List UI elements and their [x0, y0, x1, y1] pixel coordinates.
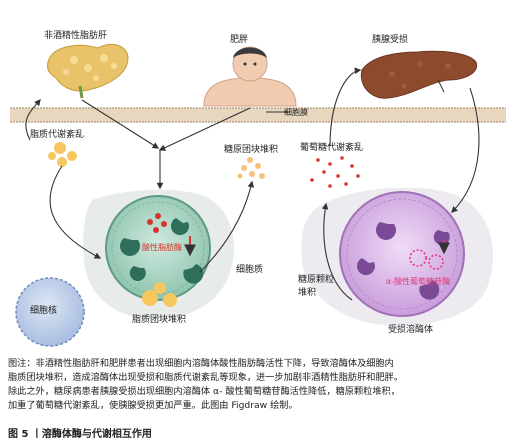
- diagram-canvas: [10, 43, 506, 347]
- caption-line: 脂质团块堆积，造成溶酶体出现受损和脂质代谢紊乱等现象，进一步加剧非酒精性脂肪肝和…: [8, 372, 404, 383]
- label-obesity: 肥胖: [230, 35, 249, 45]
- label-glycogen-granule-line1: 糖原颗粒: [298, 275, 335, 285]
- figure-caption: 图注：非酒精性脂肪肝和肥胖患者出现细胞内溶酶体酸性脂肪酶活性下降，导致溶酶体及细…: [8, 357, 508, 413]
- label-glycogen-granule-line2: 堆积: [298, 288, 317, 298]
- label-pancreas-injury: 胰腺受损: [372, 35, 409, 45]
- obese-person-icon: [203, 46, 297, 107]
- caption-line: 除此之外，糖尿病患者胰腺受损出现细胞内溶酶体 α- 酸性葡萄糖苷酶活性降低，糖原…: [8, 386, 400, 397]
- label-glucose-disorder: 葡萄糖代谢紊乱: [300, 143, 364, 153]
- label-cytoplasm: 细胞质: [236, 265, 264, 275]
- label-acid-lipase: 酸性脂肪酶: [142, 243, 182, 252]
- fatty-liver-icon: [47, 43, 129, 99]
- label-nucleus: 细胞核: [30, 306, 58, 316]
- caption-line: 加重了葡萄糖代谢紊乱，使胰腺受损更加严重。此图由 Figdraw 绘制。: [8, 400, 298, 411]
- label-cell-membrane: 细胞膜: [284, 108, 308, 117]
- label-alpha-glucosidase: α-酸性葡萄糖苷酶: [386, 277, 451, 286]
- lysosome-right: [339, 191, 465, 317]
- damaged-pancreas-icon: [360, 50, 478, 99]
- label-glycogen-granule: 糖原颗粒 堆积: [298, 272, 334, 298]
- flow-arrows: [25, 67, 480, 301]
- label-damaged-lysosome: 受损溶酶体: [388, 325, 434, 335]
- label-nafld: 非酒精性脂肪肝: [44, 31, 108, 41]
- nucleus: [15, 277, 85, 347]
- label-lipid-accumulation: 脂质团块堆积: [132, 315, 187, 325]
- lipid-droplets: [48, 142, 77, 167]
- glucose-dots: [310, 156, 360, 188]
- lysosome-left: [105, 195, 211, 307]
- cell-membrane: [10, 108, 506, 122]
- label-lipid-disorder: 脂质代谢紊乱: [30, 130, 85, 140]
- label-glycogen-accumulation: 糖原团块堆积: [224, 145, 279, 155]
- glycogen-dots: [237, 157, 265, 179]
- caption-line: 图注：非酒精性脂肪肝和肥胖患者出现细胞内溶酶体酸性脂肪酶活性下降，导致溶酶体及细…: [8, 358, 394, 369]
- diagram: 非酒精性脂肪肝 肥胖 胰腺受损 细胞膜 脂质代谢紊乱 糖原团块堆积 葡萄糖代谢紊…: [10, 31, 506, 347]
- figure-title: 图 5 丨溶酶体酶与代谢相互作用: [8, 429, 152, 440]
